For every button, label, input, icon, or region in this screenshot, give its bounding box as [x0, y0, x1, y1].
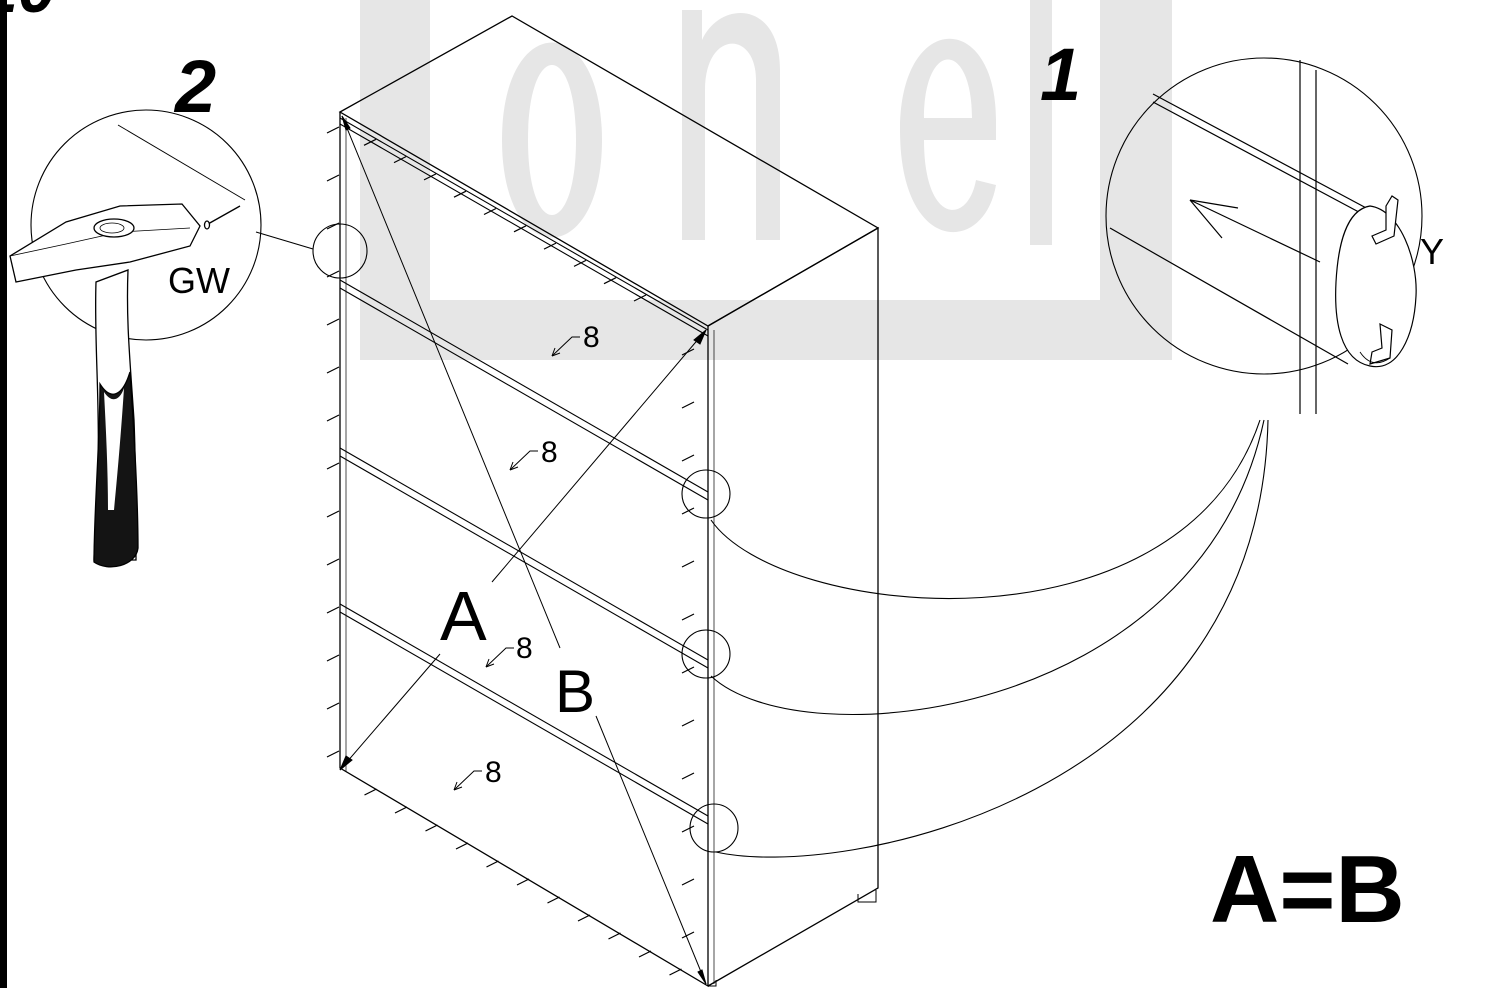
panel-label-group-3	[485, 647, 514, 668]
panel-label-group-1	[551, 336, 580, 357]
profile-detail-circle	[1105, 57, 1423, 375]
nail-marker	[326, 558, 340, 566]
joining-profiles	[339, 117, 709, 825]
diagonal-measure-lines	[339, 115, 707, 985]
profile-detail-callout	[681, 57, 1423, 858]
cabinet-foot	[857, 890, 877, 903]
profile-callout-circle	[689, 803, 739, 853]
nail-detail-circle	[30, 109, 262, 341]
nail-marker	[547, 896, 560, 904]
nail-marker	[326, 174, 340, 182]
diagonal-b-line	[341, 115, 707, 985]
nail-marker	[326, 510, 340, 518]
equal-diagonals-rule: A=B	[1210, 836, 1405, 943]
nail-marker	[669, 968, 682, 976]
nail-marker	[363, 138, 377, 146]
nail-detail-callout	[30, 109, 368, 341]
nail-marker	[326, 654, 340, 662]
cabinet-back-outline	[339, 112, 709, 988]
nail-marker	[326, 702, 340, 710]
cabinet-side	[707, 226, 879, 987]
hammer-head	[9, 203, 201, 283]
joining-profile-2	[339, 279, 709, 501]
hammer-icon	[9, 203, 201, 568]
nail-marker	[573, 259, 587, 267]
substep-number-2: 2	[173, 45, 216, 128]
profile-cross-section	[1109, 60, 1417, 414]
nail-marker	[681, 825, 695, 833]
arrowhead	[341, 115, 351, 131]
nail-marker	[681, 719, 695, 727]
diagonal-a-line	[339, 329, 707, 771]
callout-connector	[710, 419, 1265, 715]
diagonal-label-b: B	[555, 658, 595, 725]
nail-marker	[608, 932, 621, 940]
panel-label: 8	[516, 632, 533, 665]
arrowhead	[693, 329, 707, 345]
nail-marker	[326, 462, 340, 470]
nail-marker	[543, 242, 557, 250]
nail-marker	[681, 772, 695, 780]
profile-callout-circle	[681, 629, 731, 679]
nail-marker	[393, 156, 407, 164]
hammer-eye	[93, 218, 135, 238]
nail-marker	[423, 173, 437, 181]
panel-label: 8	[541, 436, 558, 469]
step-number: 10	[0, 0, 56, 27]
joining-profile-4	[339, 603, 709, 825]
tool-part-label: GW	[168, 260, 230, 301]
nail-icon	[203, 205, 241, 230]
nail-marker	[516, 878, 530, 886]
arrowhead	[697, 969, 707, 985]
nail-marker	[326, 414, 340, 422]
nail-marker	[681, 931, 695, 939]
nail-marker	[326, 606, 340, 614]
arrowhead	[339, 755, 353, 771]
nail-marker	[453, 190, 467, 198]
nail-marker	[513, 225, 527, 233]
nail-marker	[394, 806, 408, 814]
brand-watermark-logo	[360, 0, 1172, 360]
nail-marker	[633, 294, 647, 302]
nail-marker	[326, 366, 340, 374]
nail-marker	[681, 454, 695, 462]
nail-marker	[577, 914, 591, 922]
panel-label: 8	[583, 321, 600, 354]
nail-marker	[681, 613, 695, 621]
nail-callout-circle	[312, 223, 368, 279]
page-edge-bar	[0, 0, 7, 988]
nail-marker	[425, 824, 438, 832]
callout-connector	[710, 419, 1261, 600]
nail-markers	[326, 126, 695, 976]
panel-label-group-4	[453, 770, 482, 791]
nail-marker	[681, 560, 695, 568]
nail-marker	[326, 126, 340, 134]
joining-profile-3	[339, 447, 709, 669]
nail-marker	[681, 507, 695, 515]
detail-part-label: Y	[1420, 231, 1444, 272]
diagonal-label-a: A	[440, 577, 487, 655]
nail-marker	[681, 348, 695, 356]
nail-marker	[326, 750, 340, 758]
profile-end	[1335, 205, 1417, 368]
panel-label-group-2	[509, 450, 538, 471]
nail-marker	[681, 401, 695, 409]
panel-label: 8	[485, 756, 502, 789]
nail-marker	[364, 788, 377, 796]
nail-marker	[483, 207, 497, 216]
insert-direction-arrow	[1189, 199, 1321, 263]
nail-marker	[603, 277, 617, 285]
cabinet-carcass	[338, 15, 880, 988]
callout-connector	[715, 419, 1269, 858]
nail-marker	[486, 860, 499, 868]
substep-number-1: 1	[1040, 33, 1081, 116]
nail-marker	[681, 878, 695, 886]
nail-marker	[638, 950, 652, 958]
nail-marker	[455, 842, 469, 850]
profile-callout-circle	[681, 469, 731, 519]
nail-marker	[326, 318, 340, 326]
